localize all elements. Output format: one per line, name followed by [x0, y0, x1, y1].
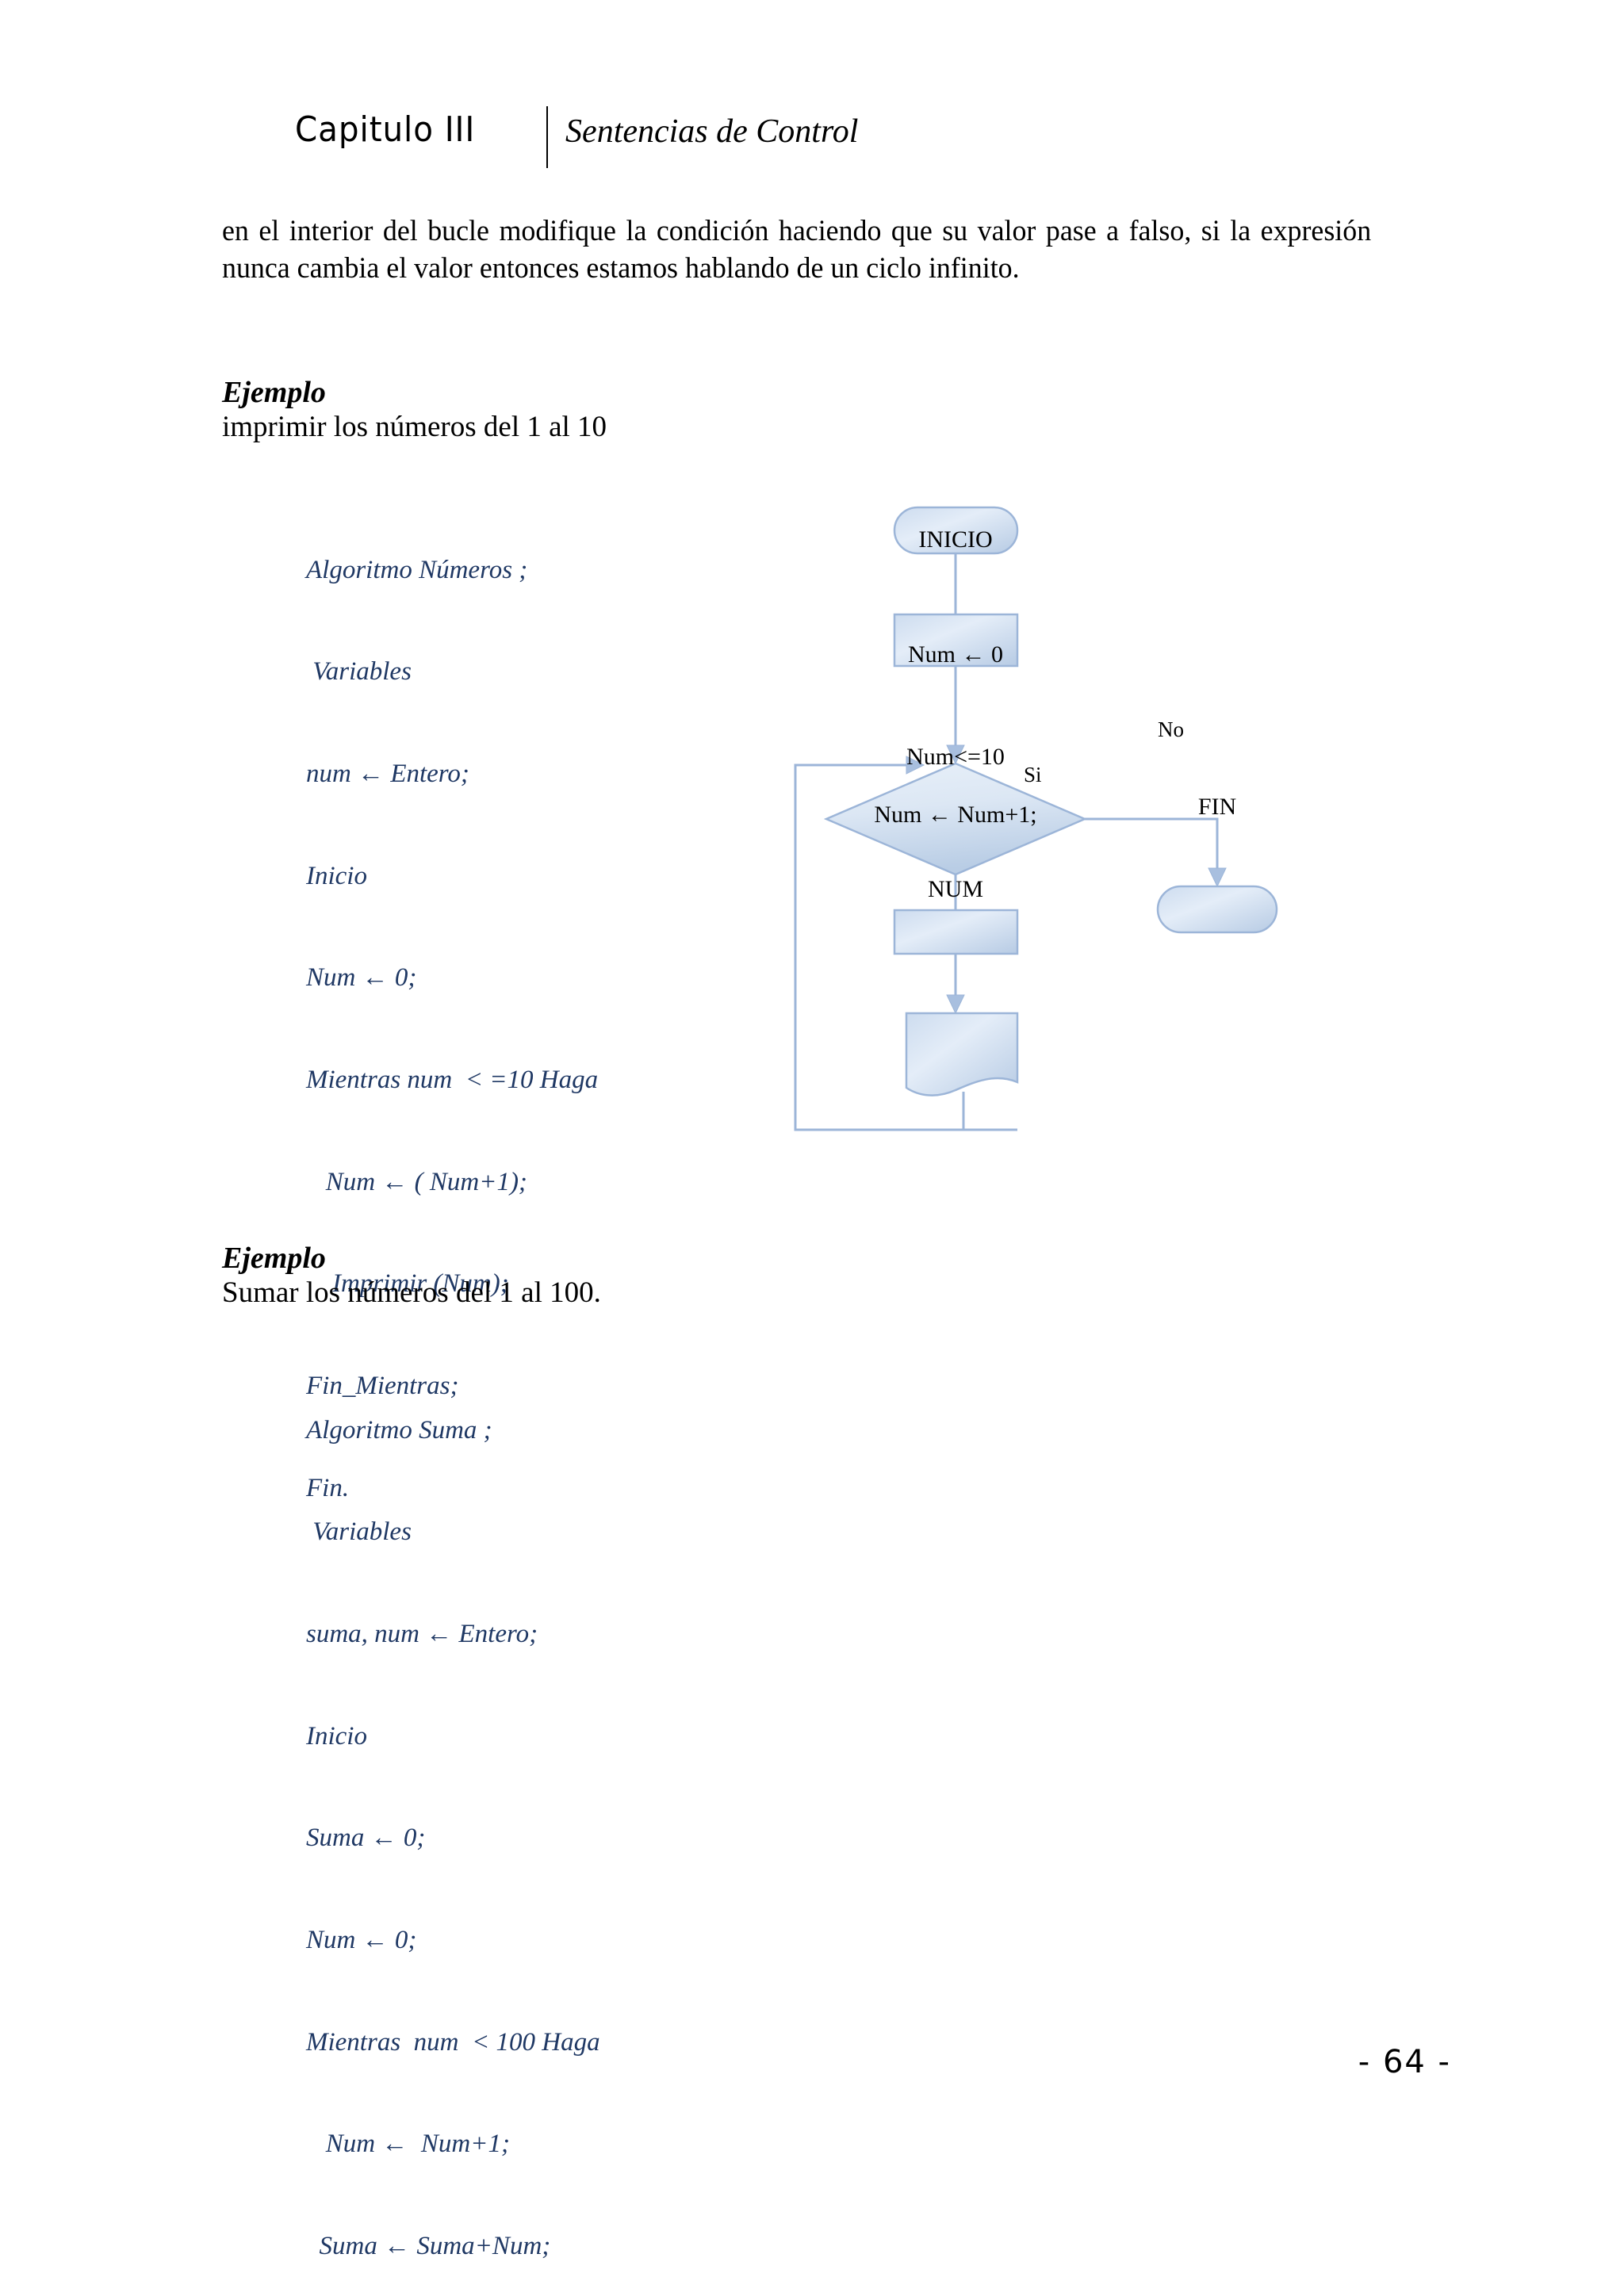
code-line: Variables	[306, 1517, 412, 1547]
code-line: Num ← 0;	[306, 963, 417, 993]
example1-pseudocode: Algoritmo Números ; Variables num ← Ente…	[306, 485, 598, 1574]
chapter-title: Capitulo III	[295, 109, 476, 150]
node-fin-label: FIN	[1197, 794, 1237, 820]
page-number: - 64 -	[1358, 2044, 1451, 2080]
header-divider	[546, 106, 549, 168]
intro-paragraph: en el interior del bucle modifique la co…	[222, 215, 1372, 285]
node-init-label: Num ← 0	[908, 641, 1003, 668]
arrowhead-output	[946, 994, 965, 1015]
node-fin	[1156, 885, 1278, 934]
arrowhead-fin	[1208, 867, 1227, 888]
example2-pseudocode: Algoritmo Suma ; Variables suma, num ← E…	[306, 1345, 723, 2296]
page-header: Capitulo III Sentencias de Control	[295, 106, 859, 168]
code-line: Num ← ( Num+1);	[306, 1167, 527, 1196]
code-line: Fin.	[306, 1473, 350, 1502]
code-line: Fin_Mientras;	[306, 1372, 459, 1401]
edge-no	[1085, 817, 1219, 874]
example1-subtitle: imprimir los números del 1 al 10	[222, 411, 607, 443]
code-line: Variables	[306, 657, 412, 687]
arrowhead-decision	[946, 744, 965, 765]
code-line: Algoritmo Números ;	[306, 555, 528, 584]
edge-label-no: No	[1158, 718, 1184, 741]
code-line: num ← Entero;	[306, 760, 469, 789]
node-init	[893, 613, 1019, 668]
example2-subtitle: Sumar los números del 1 al 100.	[222, 1276, 601, 1309]
node-output	[905, 1012, 1019, 1096]
example1-heading: Ejemplo	[222, 376, 326, 409]
node-decision-label: Num<=10	[906, 744, 1005, 770]
edge-loop-return	[794, 763, 1017, 1131]
flowchart-diagram: INICIO Num ← 0 Num<=10 Num ← Num+1; NUM …	[777, 492, 1443, 1158]
code-line: Inicio	[306, 1721, 367, 1751]
example2-heading: Ejemplo	[222, 1242, 326, 1275]
code-line: suma, num ← Entero;	[306, 1620, 538, 1649]
node-output-label: NUM	[927, 876, 984, 902]
code-line: Num ← Num+1;	[306, 2130, 510, 2159]
edge-label-si: Si	[1024, 763, 1042, 786]
code-line: Algoritmo Suma ;	[306, 1415, 492, 1445]
node-inicio-label: INICIO	[918, 526, 993, 553]
code-line: Suma ← Suma+Num;	[306, 2232, 551, 2261]
node-increment	[893, 909, 1019, 955]
code-line: Imprimir (Num);	[306, 1269, 509, 1299]
node-increment-label: Num ← Num+1;	[874, 802, 1037, 828]
code-line: Inicio	[306, 861, 367, 890]
code-line: Num ← 0;	[306, 1926, 417, 1955]
code-line: Suma ← 0;	[306, 1823, 426, 1853]
header-subtitle: Sentencias de Control	[565, 113, 859, 150]
code-line: Mientras num < =10 Haga	[306, 1066, 599, 1095]
arrowhead-loop	[906, 756, 925, 775]
flowchart-svg	[794, 506, 1278, 1131]
code-line: Mientras num < 100 Haga	[306, 2027, 600, 2057]
